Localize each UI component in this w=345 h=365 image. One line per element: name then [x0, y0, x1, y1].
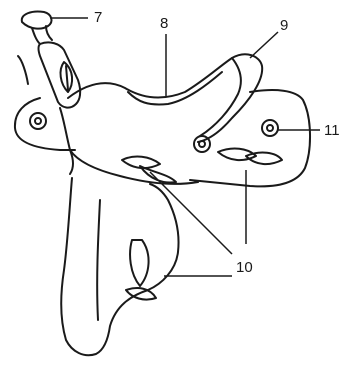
leaf-tooling-fender [126, 240, 156, 300]
leader-10a [150, 172, 232, 254]
concho-right [262, 120, 278, 136]
fender [61, 178, 178, 355]
callout-11: 11 [324, 122, 340, 139]
seat [68, 54, 262, 142]
callout-10: 10 [236, 259, 253, 276]
leader-9 [250, 32, 278, 58]
leader-lines [50, 18, 320, 276]
saddle-horn [22, 11, 52, 44]
leaf-tooling-skirt [218, 149, 282, 165]
side-jockey [60, 108, 198, 184]
leaf-tooling-pommel [61, 62, 73, 92]
callout-7: 7 [94, 9, 102, 26]
concho-left [30, 113, 46, 129]
concho-center [194, 136, 210, 152]
callout-8: 8 [160, 15, 168, 32]
callout-9: 9 [280, 17, 288, 34]
